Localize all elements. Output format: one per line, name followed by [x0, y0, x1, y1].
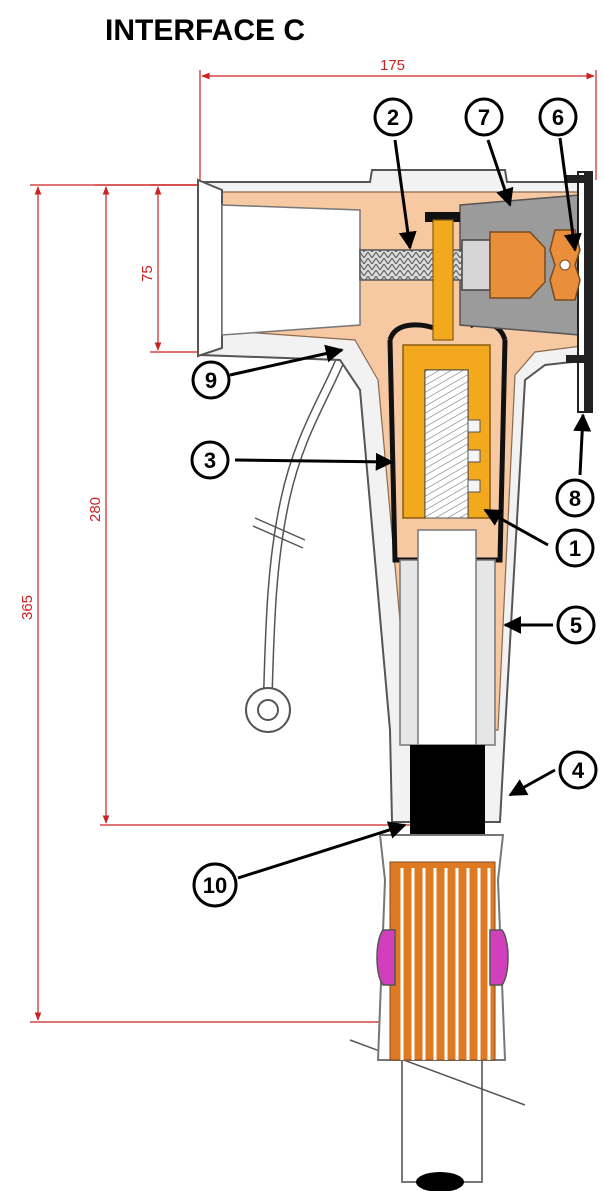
callout-9: 9 [191, 360, 231, 400]
dimension-label-75: 75 [139, 265, 156, 282]
callout-1: 1 [555, 528, 595, 568]
callout-leaders [229, 137, 592, 880]
svg-text:1: 1 [569, 536, 581, 561]
dimension-175: 175 [199, 57, 597, 180]
dimension-365: 365 [19, 184, 395, 1023]
callout-4: 4 [558, 750, 598, 790]
svg-text:3: 3 [204, 448, 216, 473]
diagram-title: INTERFACE C [105, 14, 305, 47]
conductor-strands [376, 834, 509, 1061]
svg-text:5: 5 [570, 613, 582, 638]
cable-core [399, 529, 496, 835]
svg-text:6: 6 [552, 105, 564, 130]
dimension-label-175: 175 [380, 57, 405, 74]
callout-10: 10 [192, 862, 238, 908]
callout-8: 8 [555, 478, 595, 518]
cable-lug [402, 212, 491, 519]
dimension-label-365: 365 [19, 595, 36, 620]
callout-2: 2 [373, 97, 413, 137]
dimension-label-280: 280 [87, 497, 104, 522]
callout-7: 7 [464, 97, 504, 137]
svg-text:4: 4 [572, 758, 585, 783]
callout-5: 5 [556, 605, 596, 645]
callout-6: 6 [538, 97, 578, 137]
callout-3: 3 [190, 440, 230, 480]
dimension-75: 75 [139, 184, 205, 353]
svg-text:9: 9 [205, 368, 217, 393]
cable-tail [349, 1039, 526, 1191]
svg-text:8: 8 [569, 486, 581, 511]
svg-text:7: 7 [478, 105, 490, 130]
earthing-lead [245, 342, 354, 733]
bolt-insert [489, 229, 581, 301]
svg-text:10: 10 [203, 873, 227, 898]
svg-text:2: 2 [387, 105, 399, 130]
